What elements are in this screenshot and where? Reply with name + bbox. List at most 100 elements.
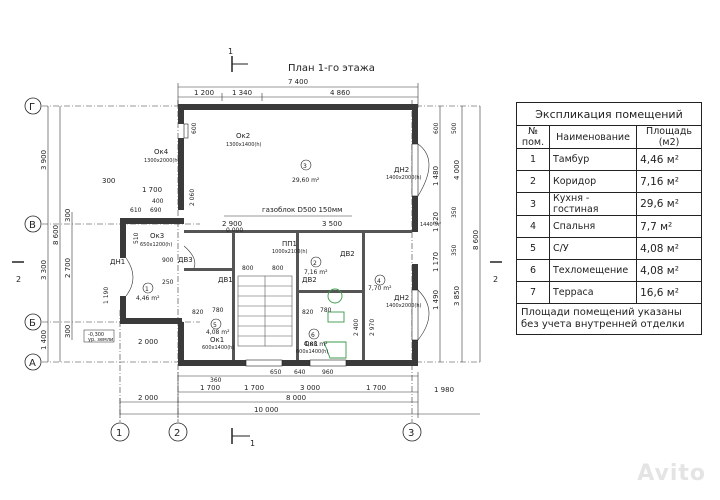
dim-bot-1980: 1 980 xyxy=(434,386,454,394)
door-dn2-top-size: 1400х2000(h) xyxy=(386,175,422,181)
axis-col-3: 3 xyxy=(408,428,414,439)
door-swings xyxy=(125,143,430,341)
left-dimensions xyxy=(47,106,73,362)
avito-watermark: Avito xyxy=(637,461,706,486)
dim-bot-1700c: 1 700 xyxy=(366,384,386,392)
legend-note: Площади помещений указаны без учета внут… xyxy=(521,307,685,330)
dim-bot-8000: 8 000 xyxy=(286,394,306,402)
legend-title: Экспликация помещений xyxy=(517,103,701,126)
room-area-small: 1440 m² xyxy=(420,222,441,228)
door-dv1-name: ДВ1 xyxy=(218,276,233,284)
row-num: 1 xyxy=(517,148,550,171)
row-area: 29,6 м² xyxy=(636,192,701,216)
inner-dim-510: 510 xyxy=(133,232,140,244)
table-row: 6 Техломещение 4,08 м² xyxy=(517,259,701,282)
door-dn2-bot-size: 1400х2000(h) xyxy=(386,303,422,309)
dim-left-8600: 8 600 xyxy=(52,225,60,245)
window-ok2-size: 1300х1400(h) xyxy=(226,142,262,148)
legend-header-name: Наименование xyxy=(548,126,638,149)
windows xyxy=(183,123,419,367)
door-dv3-name: ДВ3 xyxy=(178,256,193,264)
legend-header-num: № пом. xyxy=(517,126,550,149)
inner-dim-400: 400 xyxy=(152,198,164,205)
legend-table: № пом. Наименование Площадь (м2) 1 Тамбу… xyxy=(517,126,701,304)
right-dimensions xyxy=(439,106,481,362)
top-dimensions xyxy=(177,83,419,108)
window-ok1b-size: 600х1400(h) xyxy=(296,349,328,355)
inner-dim-350a: 350 xyxy=(451,206,458,218)
row-name: Спальня xyxy=(548,215,638,238)
room-num-2: 2 xyxy=(313,260,317,267)
window-ok3-name: Ок3 xyxy=(150,232,164,240)
dim-left-2700: 2 700 xyxy=(64,258,72,278)
row-name: Кухня - гостиная xyxy=(548,192,638,216)
door-dn2-top-name: ДН2 xyxy=(394,166,409,174)
dim-top-3: 4 860 xyxy=(330,89,350,97)
row-area: 7,7 м² xyxy=(636,215,701,238)
row-axis-markers xyxy=(24,97,42,371)
door-dv2b-name: ДВ2 xyxy=(340,250,355,258)
dim-bot-1700a: 1 700 xyxy=(200,384,220,392)
inner-dim-690: 690 xyxy=(150,207,162,214)
dim-bot-10000: 10 000 xyxy=(254,406,279,414)
section-mark-top: 1 xyxy=(228,47,233,56)
room-area-3: 29,60 m² xyxy=(292,177,320,184)
row-num: 5 xyxy=(517,237,550,260)
inner-dim-2970: 2 970 xyxy=(369,319,376,336)
room-area-6: 4,08 m² xyxy=(304,341,328,348)
table-row: 4 Спальня 7,7 м² xyxy=(517,215,701,238)
dim-right-8600: 8 600 xyxy=(472,230,480,250)
level-mark: 0.000 xyxy=(226,227,243,234)
window-ok1a-name: Ок1 xyxy=(210,336,224,344)
table-row: 1 Тамбур 4,46 м² xyxy=(517,148,701,171)
inner-dim-350b: 350 xyxy=(451,244,458,256)
legend-header-row: № пом. Наименование Площадь (м2) xyxy=(517,126,701,149)
dim-bot-960: 960 xyxy=(322,369,334,376)
room-area-2: 7,16 m² xyxy=(304,269,328,276)
inner-dim-820b: 820 xyxy=(302,309,314,316)
dim-top-1: 1 200 xyxy=(194,89,214,97)
door-pp1-name: ПП1 xyxy=(282,240,297,248)
dim-bot-1700b: 1 700 xyxy=(244,384,264,392)
row-area: 4,08 м² xyxy=(636,237,701,260)
inner-dim-600b: 600 xyxy=(433,122,440,134)
room-num-3: 3 xyxy=(303,163,307,170)
dim-top-total: 7 400 xyxy=(288,78,308,86)
axis-row-a: А xyxy=(29,358,36,369)
dim-right-1490: 1 490 xyxy=(432,290,440,310)
rooms-legend: Экспликация помещений № пом. Наименовани… xyxy=(516,102,702,335)
legend-header-area: Площадь (м2) xyxy=(636,126,701,149)
window-ok3-size: 650х1200(h) xyxy=(140,242,172,248)
inner-dim-2000: 2 000 xyxy=(138,338,158,346)
inner-dim-3500: 3 500 xyxy=(322,220,342,228)
inner-dim-820a: 820 xyxy=(192,309,204,316)
row-area: 4,46 м² xyxy=(636,148,701,171)
room-num-4: 4 xyxy=(377,278,381,285)
inner-dim-900: 900 xyxy=(162,257,174,264)
row-num: 7 xyxy=(517,281,550,304)
row-name: Коридор xyxy=(548,170,638,193)
dim-left-3300: 3 300 xyxy=(40,260,48,280)
row-area: 7,16 м² xyxy=(636,170,701,193)
inner-dim-1700: 1 700 xyxy=(142,186,162,194)
door-dn1-name: ДН1 xyxy=(110,258,125,266)
table-row: 5 С/У 4,08 м² xyxy=(517,237,701,260)
dim-right-1320: 1 320 xyxy=(432,212,440,232)
window-ok4-size: 1300х2000(h) xyxy=(144,158,180,164)
dim-bot-640: 640 xyxy=(294,369,306,376)
inner-dim-2060: 2 060 xyxy=(189,189,196,206)
inner-dim-610: 610 xyxy=(130,207,142,214)
interior-walls xyxy=(184,230,412,360)
dim-bot-2000: 2 000 xyxy=(138,394,158,402)
table-row: 2 Коридор 7,16 м² xyxy=(517,170,701,193)
stairs xyxy=(237,275,293,347)
dim-left-300b: 300 xyxy=(64,325,72,338)
row-name: Тамбур xyxy=(548,148,638,171)
row-name: Терраса xyxy=(548,281,638,304)
room-num-5: 5 xyxy=(213,322,217,329)
table-row: 3 Кухня - гостиная 29,6 м² xyxy=(517,192,701,216)
bottom-dimensions xyxy=(119,372,480,418)
inner-dim-2400: 2 400 xyxy=(353,319,360,336)
dim-top-2: 1 340 xyxy=(232,89,252,97)
